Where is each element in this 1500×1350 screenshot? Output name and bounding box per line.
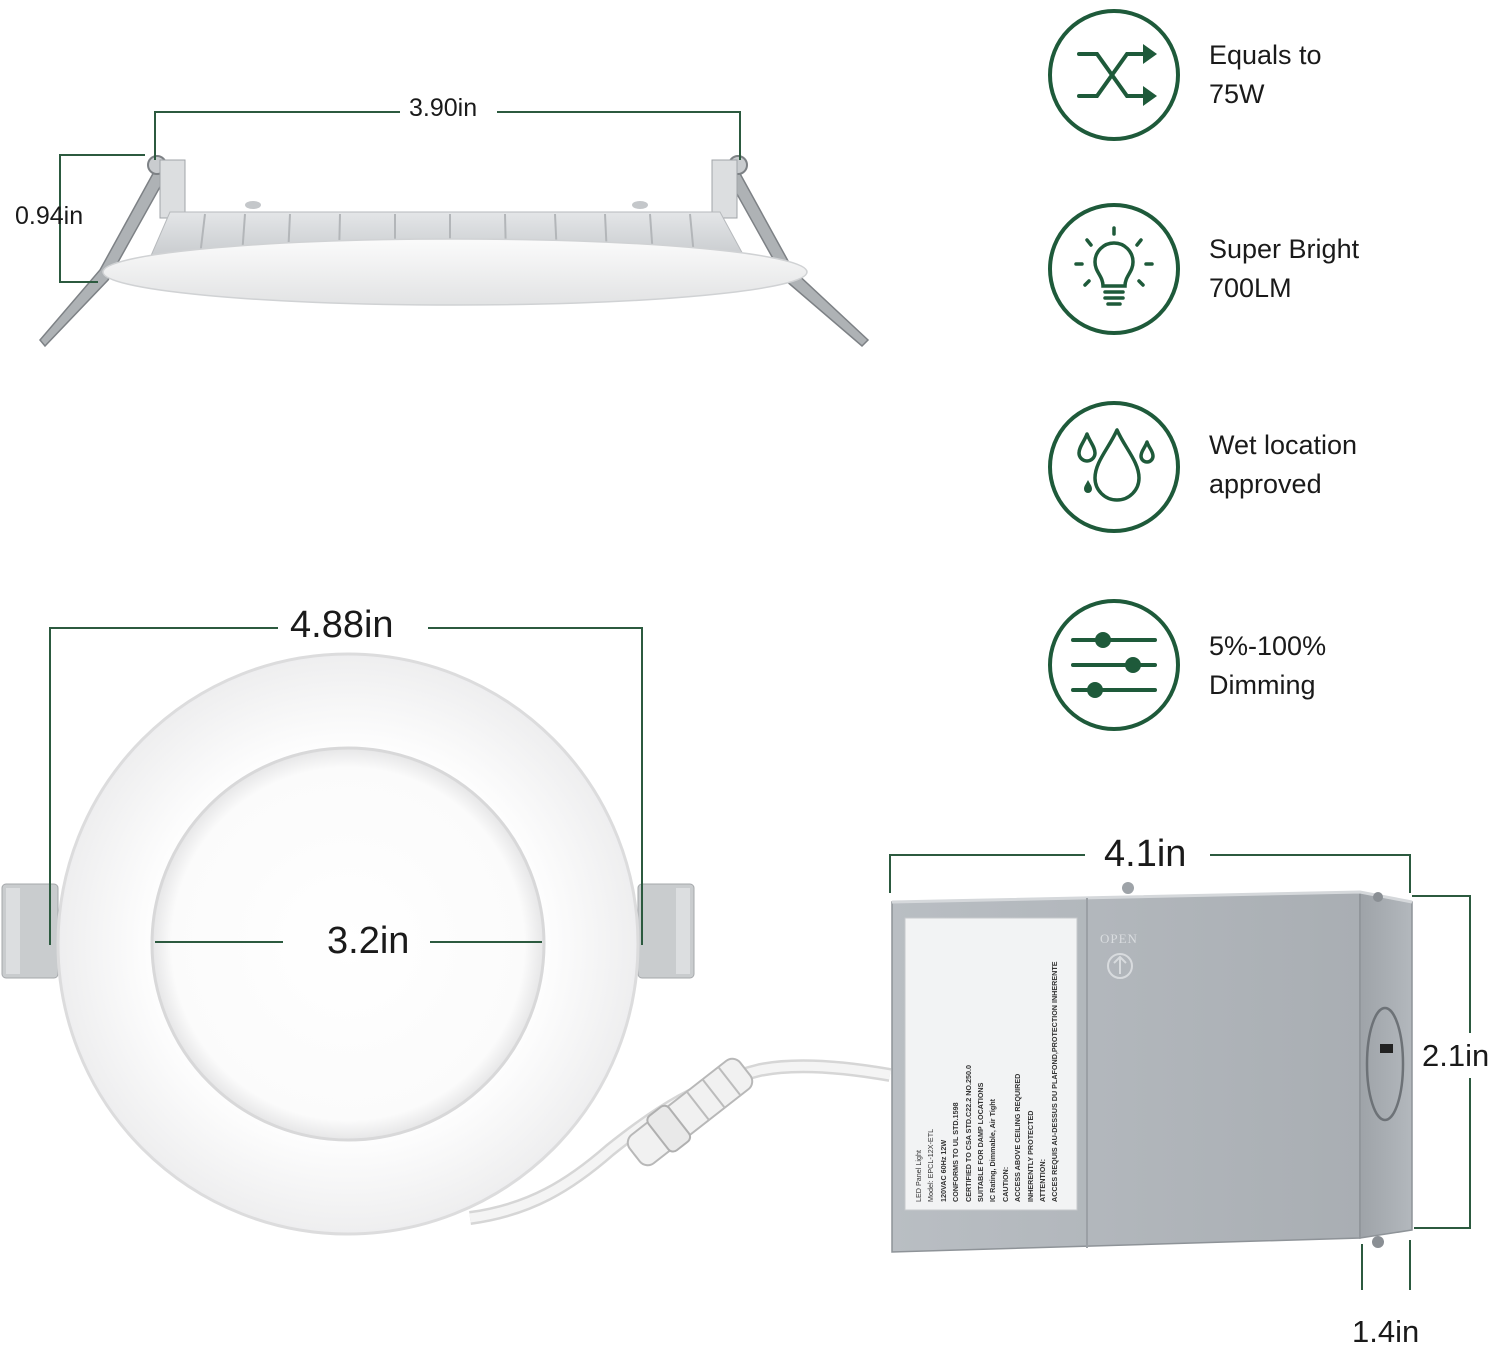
spec-line: CAUTION: xyxy=(1000,1166,1010,1202)
spec-label-text: LED Panel Light Model: EPCL-12X-ETL 120V… xyxy=(909,913,1081,1206)
feature-1-text: Equals to 75W xyxy=(1209,36,1322,114)
shuffle-arrows-icon xyxy=(1048,9,1180,141)
clip-right xyxy=(637,883,695,979)
clip-left xyxy=(1,883,59,979)
feature-3-text: Wet location approved xyxy=(1209,426,1357,504)
inner-diameter-label: 3.2in xyxy=(327,920,410,962)
box-depth-label: 1.4in xyxy=(1352,1314,1420,1349)
dimmer-sliders-icon xyxy=(1048,599,1180,731)
feature-line: Dimming xyxy=(1209,670,1316,700)
side-view-illustration xyxy=(39,111,870,348)
spec-line: IC Rating, Dimmable, Air Tight xyxy=(988,1098,998,1202)
spec-label-sticker xyxy=(904,917,1078,1211)
feature-2-text: Super Bright 700LM xyxy=(1209,230,1359,308)
panel-diameter-label: 4.88in xyxy=(290,604,394,646)
spec-line: Model: EPCL-12X-ETL xyxy=(926,1128,936,1202)
spec-line: SUITABLE FOR DAMP LOCATIONS xyxy=(976,1082,986,1202)
box-height-label: 2.1in xyxy=(1422,1038,1490,1073)
spec-line: INHERENTLY PROTECTED xyxy=(1025,1110,1035,1202)
open-marking: OPEN xyxy=(1100,931,1138,946)
feature-line: 5%-100% xyxy=(1209,631,1327,661)
side-width-label: 3.90in xyxy=(409,94,478,122)
spec-line: LED Panel Light xyxy=(914,1150,923,1202)
spring-clip-right xyxy=(711,155,870,348)
dimension-lines-side xyxy=(59,111,741,283)
panel-light-face xyxy=(150,746,546,1142)
spec-line: 120VAC 60Hz 12W xyxy=(938,1139,948,1202)
feature-line: Equals to xyxy=(1209,40,1322,70)
spec-line: ACCESS ABOVE CEILING REQUIRED xyxy=(1013,1073,1023,1202)
feature-line: approved xyxy=(1209,469,1322,499)
spec-line: CONFORMS TO UL STD.1598 xyxy=(951,1102,961,1202)
feature-line: Wet location xyxy=(1209,430,1358,460)
light-bulb-icon xyxy=(1048,203,1180,335)
spec-line: CERTIFIED TO CSA STD.C22.2 NO.250.0 xyxy=(963,1065,973,1202)
feature-line: 75W xyxy=(1209,79,1265,109)
waterproof-connector xyxy=(626,1057,754,1167)
feature-line: 700LM xyxy=(1209,273,1292,303)
dimension-lines-box xyxy=(889,854,1471,1290)
panel-trim xyxy=(102,238,808,306)
box-length-label: 4.1in xyxy=(1104,833,1187,875)
front-view-illustration xyxy=(1,627,892,1236)
power-cable xyxy=(469,1057,892,1225)
spring-clip-left xyxy=(39,155,186,348)
feature-4-text: 5%-100% Dimming xyxy=(1209,627,1326,705)
side-height-label: 0.94in xyxy=(15,202,84,230)
spec-line: ACCES REQUIS AU-DESSUS DU PLAFOND,PROTEC… xyxy=(1050,961,1060,1202)
feature-line: Super Bright xyxy=(1209,234,1360,264)
dimension-lines-front xyxy=(49,627,643,945)
spec-line: ATTENTION: xyxy=(1038,1159,1048,1202)
water-drops-icon xyxy=(1048,401,1180,533)
